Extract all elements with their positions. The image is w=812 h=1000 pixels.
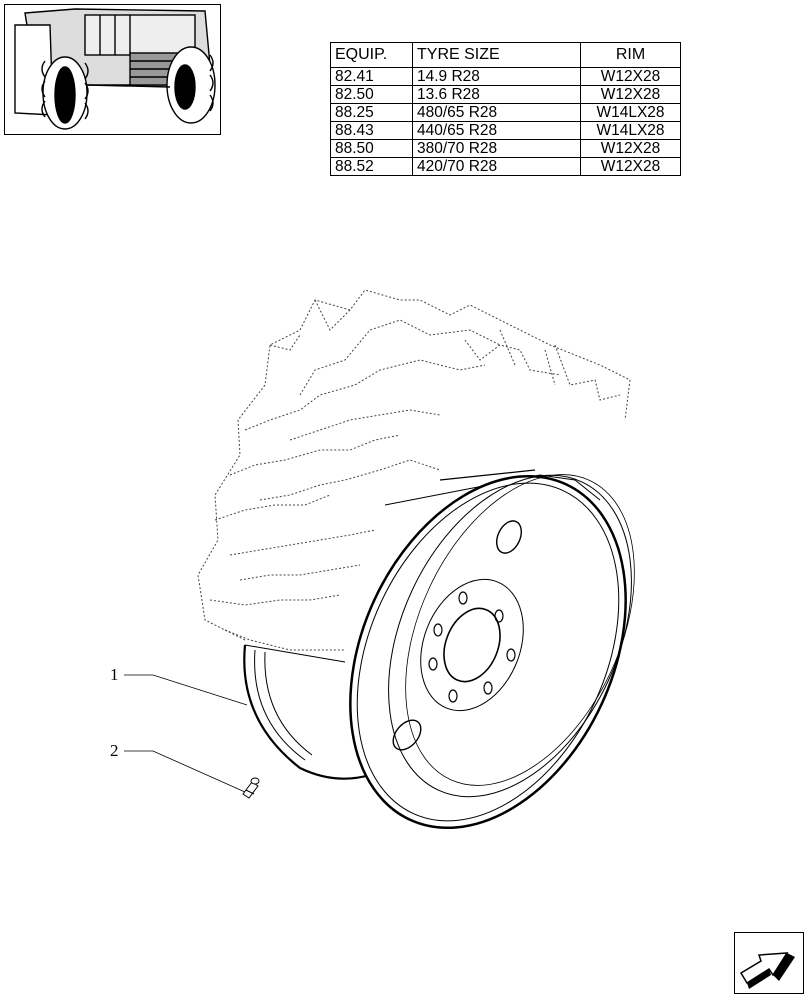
table-row: 88.43 440/65 R28 W14LX28 — [330, 121, 681, 140]
cell-equip: 88.25 — [330, 103, 413, 122]
tyre-spec-table: EQUIP. TYRE SIZE RIM 82.41 14.9 R28 W12X… — [330, 42, 681, 176]
cell-rim: W12X28 — [580, 139, 681, 158]
table-row: 88.52 420/70 R28 W12X28 — [330, 157, 681, 176]
table-header-row: EQUIP. TYRE SIZE RIM — [330, 42, 681, 68]
cell-tyre-size: 420/70 R28 — [412, 157, 581, 176]
callout-2: 2 — [110, 741, 119, 760]
wheel-rim — [243, 469, 635, 830]
leader-line-1 — [124, 674, 248, 706]
col-header-rim: RIM — [580, 42, 681, 68]
next-page-arrow-icon[interactable] — [734, 932, 804, 994]
cell-tyre-size: 14.9 R28 — [412, 67, 581, 86]
valve-stem — [242, 777, 260, 799]
cell-rim: W12X28 — [580, 157, 681, 176]
cell-equip: 88.52 — [330, 157, 413, 176]
leader-line-2 — [124, 750, 246, 793]
cell-rim: W14LX28 — [580, 103, 681, 122]
cell-rim: W12X28 — [580, 85, 681, 104]
cell-rim: W14LX28 — [580, 121, 681, 140]
col-header-tyre-size: TYRE SIZE — [412, 42, 581, 68]
tractor-thumbnail-icon — [4, 4, 221, 135]
table-row: 88.50 380/70 R28 W12X28 — [330, 139, 681, 158]
callout-1: 1 — [110, 665, 119, 684]
tyre-outline — [197, 289, 631, 651]
